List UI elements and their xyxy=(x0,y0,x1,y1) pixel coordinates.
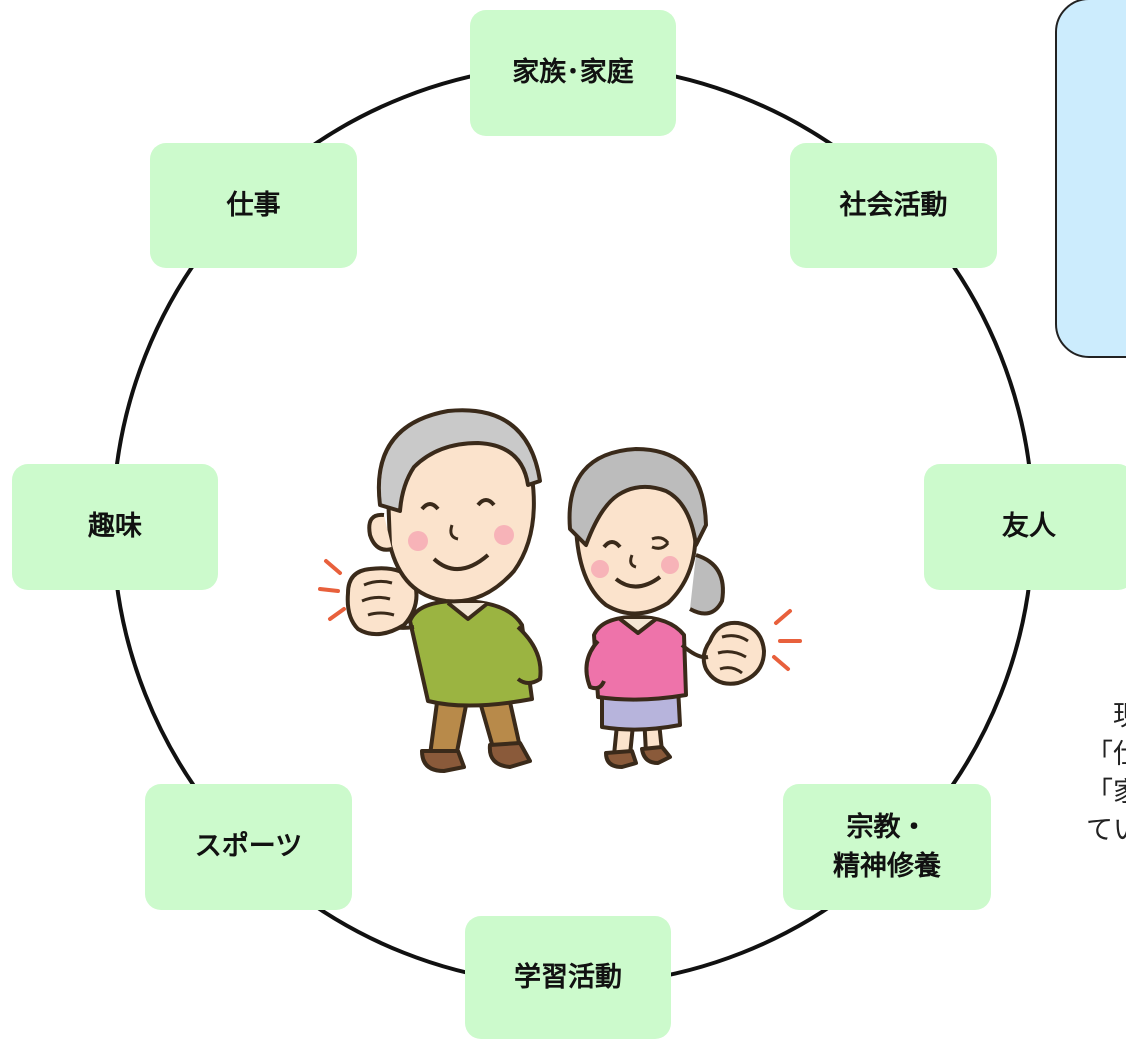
man-cheek-icon xyxy=(408,531,428,551)
side-text-line: 「仕 xyxy=(1086,739,1126,770)
node-hobby-label: 趣味 xyxy=(88,511,142,543)
node-work: 仕事 xyxy=(150,143,357,268)
woman-cheek-icon xyxy=(591,560,609,578)
man-cheek-icon xyxy=(494,525,514,545)
man-figure-icon xyxy=(345,408,543,773)
side-text-line: 現 xyxy=(1086,698,1126,736)
callout-box xyxy=(1055,0,1126,358)
node-sports-label: スポーツ xyxy=(194,831,303,863)
side-text-line: てい xyxy=(1086,815,1126,846)
node-social-activity-label: 社会活動 xyxy=(839,189,948,221)
emphasis-lines-right-icon xyxy=(772,609,802,671)
woman-cheek-icon xyxy=(661,556,679,574)
node-sports: スポーツ xyxy=(145,784,352,910)
node-religion: 宗教・ 精神修養 xyxy=(783,784,991,910)
node-study-label: 学習活動 xyxy=(514,961,622,993)
node-family-label: 家族･家庭 xyxy=(512,57,634,89)
node-hobby: 趣味 xyxy=(12,464,218,590)
elderly-couple-illustration xyxy=(318,408,802,773)
node-religion-label-line2: 精神修養 xyxy=(833,851,941,882)
node-work-label: 仕事 xyxy=(226,189,281,221)
node-study: 学習活動 xyxy=(465,916,671,1039)
node-friend: 友人 xyxy=(924,464,1126,590)
side-text: 現 「仕 「家 てい xyxy=(1086,698,1126,850)
node-social-activity: 社会活動 xyxy=(790,143,997,268)
emphasis-lines-left-icon xyxy=(318,559,346,621)
node-religion-label-line1: 宗教・ xyxy=(846,811,928,843)
node-family: 家族･家庭 xyxy=(470,10,676,136)
node-friend-label: 友人 xyxy=(1002,511,1056,543)
side-text-line: 「家 xyxy=(1086,777,1126,808)
woman-figure-icon xyxy=(567,447,766,769)
